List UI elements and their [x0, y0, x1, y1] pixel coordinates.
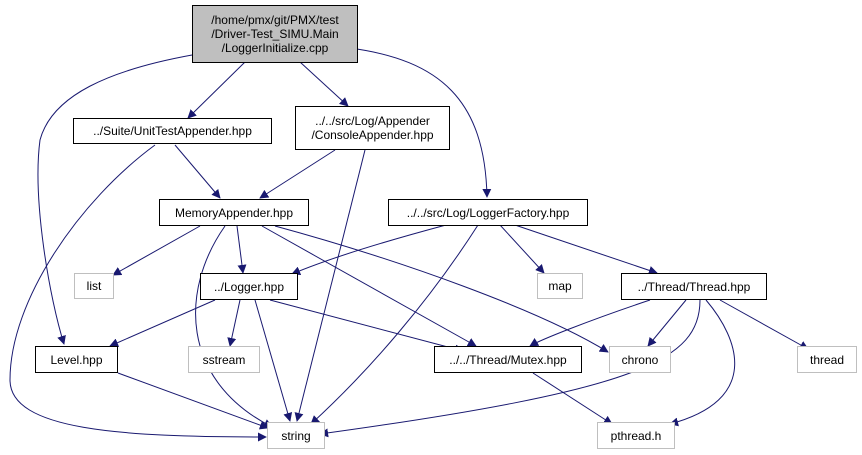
- node-label: thread: [809, 352, 845, 367]
- edge-unit-test-appender-to-string: [9, 144, 267, 442]
- node-map[interactable]: map: [537, 273, 583, 299]
- node-label-line-2: /ConsoleAppender.hpp: [311, 128, 434, 142]
- node-logger[interactable]: ../Logger.hpp: [200, 273, 298, 300]
- edge-logger-to-string: [254, 299, 293, 422]
- edge-logger-to-level: [109, 299, 216, 347]
- edge-logger-factory-to-logger: [291, 224, 447, 276]
- node-label-line-3: /LoggerInitialize.cpp: [221, 41, 329, 55]
- edge-thread-hpp-to-thread: [719, 299, 809, 350]
- node-label: string: [281, 428, 311, 443]
- node-label-line-2: /Driver-Test_SIMU.Main: [211, 27, 339, 41]
- edge-thread-hpp-to-string: [319, 299, 701, 438]
- edge-mutex-to-pthread: [532, 372, 613, 425]
- edge-thread-hpp-to-mutex: [529, 299, 651, 347]
- edge-logger-factory-to-map: [499, 224, 545, 274]
- node-console-appender[interactable]: ../../src/Log/Appender /ConsoleAppender.…: [295, 106, 450, 150]
- edge-memory-appender-to-chrono: [274, 225, 609, 353]
- node-label: ../Thread/Thread.hpp: [637, 279, 751, 294]
- edge-memory-appender-to-list: [112, 225, 201, 276]
- node-label: ../Suite/UnitTestAppender.hpp: [93, 124, 252, 138]
- edge-logger-to-sstream: [227, 299, 241, 347]
- node-label: MemoryAppender.hpp: [174, 205, 294, 220]
- edge-console-appender-to-memory-appender: [259, 149, 336, 199]
- edge-thread-hpp-to-chrono: [647, 299, 687, 347]
- edge-root-to-unit-test-appender: [187, 61, 246, 119]
- edge-level-to-string: [117, 372, 269, 430]
- node-level[interactable]: Level.hpp: [35, 346, 118, 373]
- node-label: ../Logger.hpp: [213, 279, 285, 294]
- node-string[interactable]: string: [267, 422, 325, 449]
- node-label: sstream: [202, 352, 246, 367]
- node-label-line-1: ../../src/Log/Appender: [315, 114, 430, 128]
- node-label-line-1: /home/pmx/git/PMX/test: [211, 13, 339, 27]
- edge-memory-appender-to-string: [195, 225, 273, 428]
- node-list[interactable]: list: [74, 273, 114, 299]
- node-chrono[interactable]: chrono: [609, 346, 671, 373]
- edge-memory-appender-to-logger: [236, 225, 247, 274]
- edge-root-to-level: [37, 54, 193, 345]
- node-sstream[interactable]: sstream: [188, 346, 260, 373]
- node-label: ../../Thread/Mutex.hpp: [449, 352, 567, 367]
- edge-memory-appender-to-mutex: [261, 225, 477, 347]
- edge-root-to-console-appender: [299, 61, 349, 107]
- node-label: chrono: [621, 352, 659, 367]
- node-label: list: [86, 279, 102, 293]
- node-label: pthread.h: [610, 428, 662, 443]
- node-label: Level.hpp: [50, 352, 103, 367]
- node-memory-appender[interactable]: MemoryAppender.hpp: [159, 199, 309, 226]
- node-logger-initialize-cpp[interactable]: /home/pmx/git/PMX/test /Driver-Test_SIMU…: [192, 5, 358, 63]
- edge-unit-test-appender-to-memory-appender: [174, 144, 221, 199]
- edge-console-appender-to-string: [294, 149, 366, 422]
- node-mutex[interactable]: ../../Thread/Mutex.hpp: [434, 346, 582, 373]
- node-thread[interactable]: thread: [797, 346, 857, 373]
- node-thread-hpp[interactable]: ../Thread/Thread.hpp: [621, 273, 767, 300]
- edge-logger-to-mutex: [269, 299, 464, 354]
- node-unit-test-appender[interactable]: ../Suite/UnitTestAppender.hpp: [73, 118, 272, 144]
- edge-logger-factory-to-thread-hpp: [514, 224, 658, 275]
- edge-root-to-logger-factory: [349, 47, 492, 198]
- edge-logger-factory-to-string: [310, 224, 479, 425]
- node-label: ../../src/Log/LoggerFactory.hpp: [406, 205, 570, 220]
- node-pthread[interactable]: pthread.h: [597, 422, 675, 449]
- node-logger-factory[interactable]: ../../src/Log/LoggerFactory.hpp: [388, 199, 588, 226]
- edge-thread-hpp-to-pthread: [669, 299, 736, 427]
- node-label: map: [548, 279, 572, 293]
